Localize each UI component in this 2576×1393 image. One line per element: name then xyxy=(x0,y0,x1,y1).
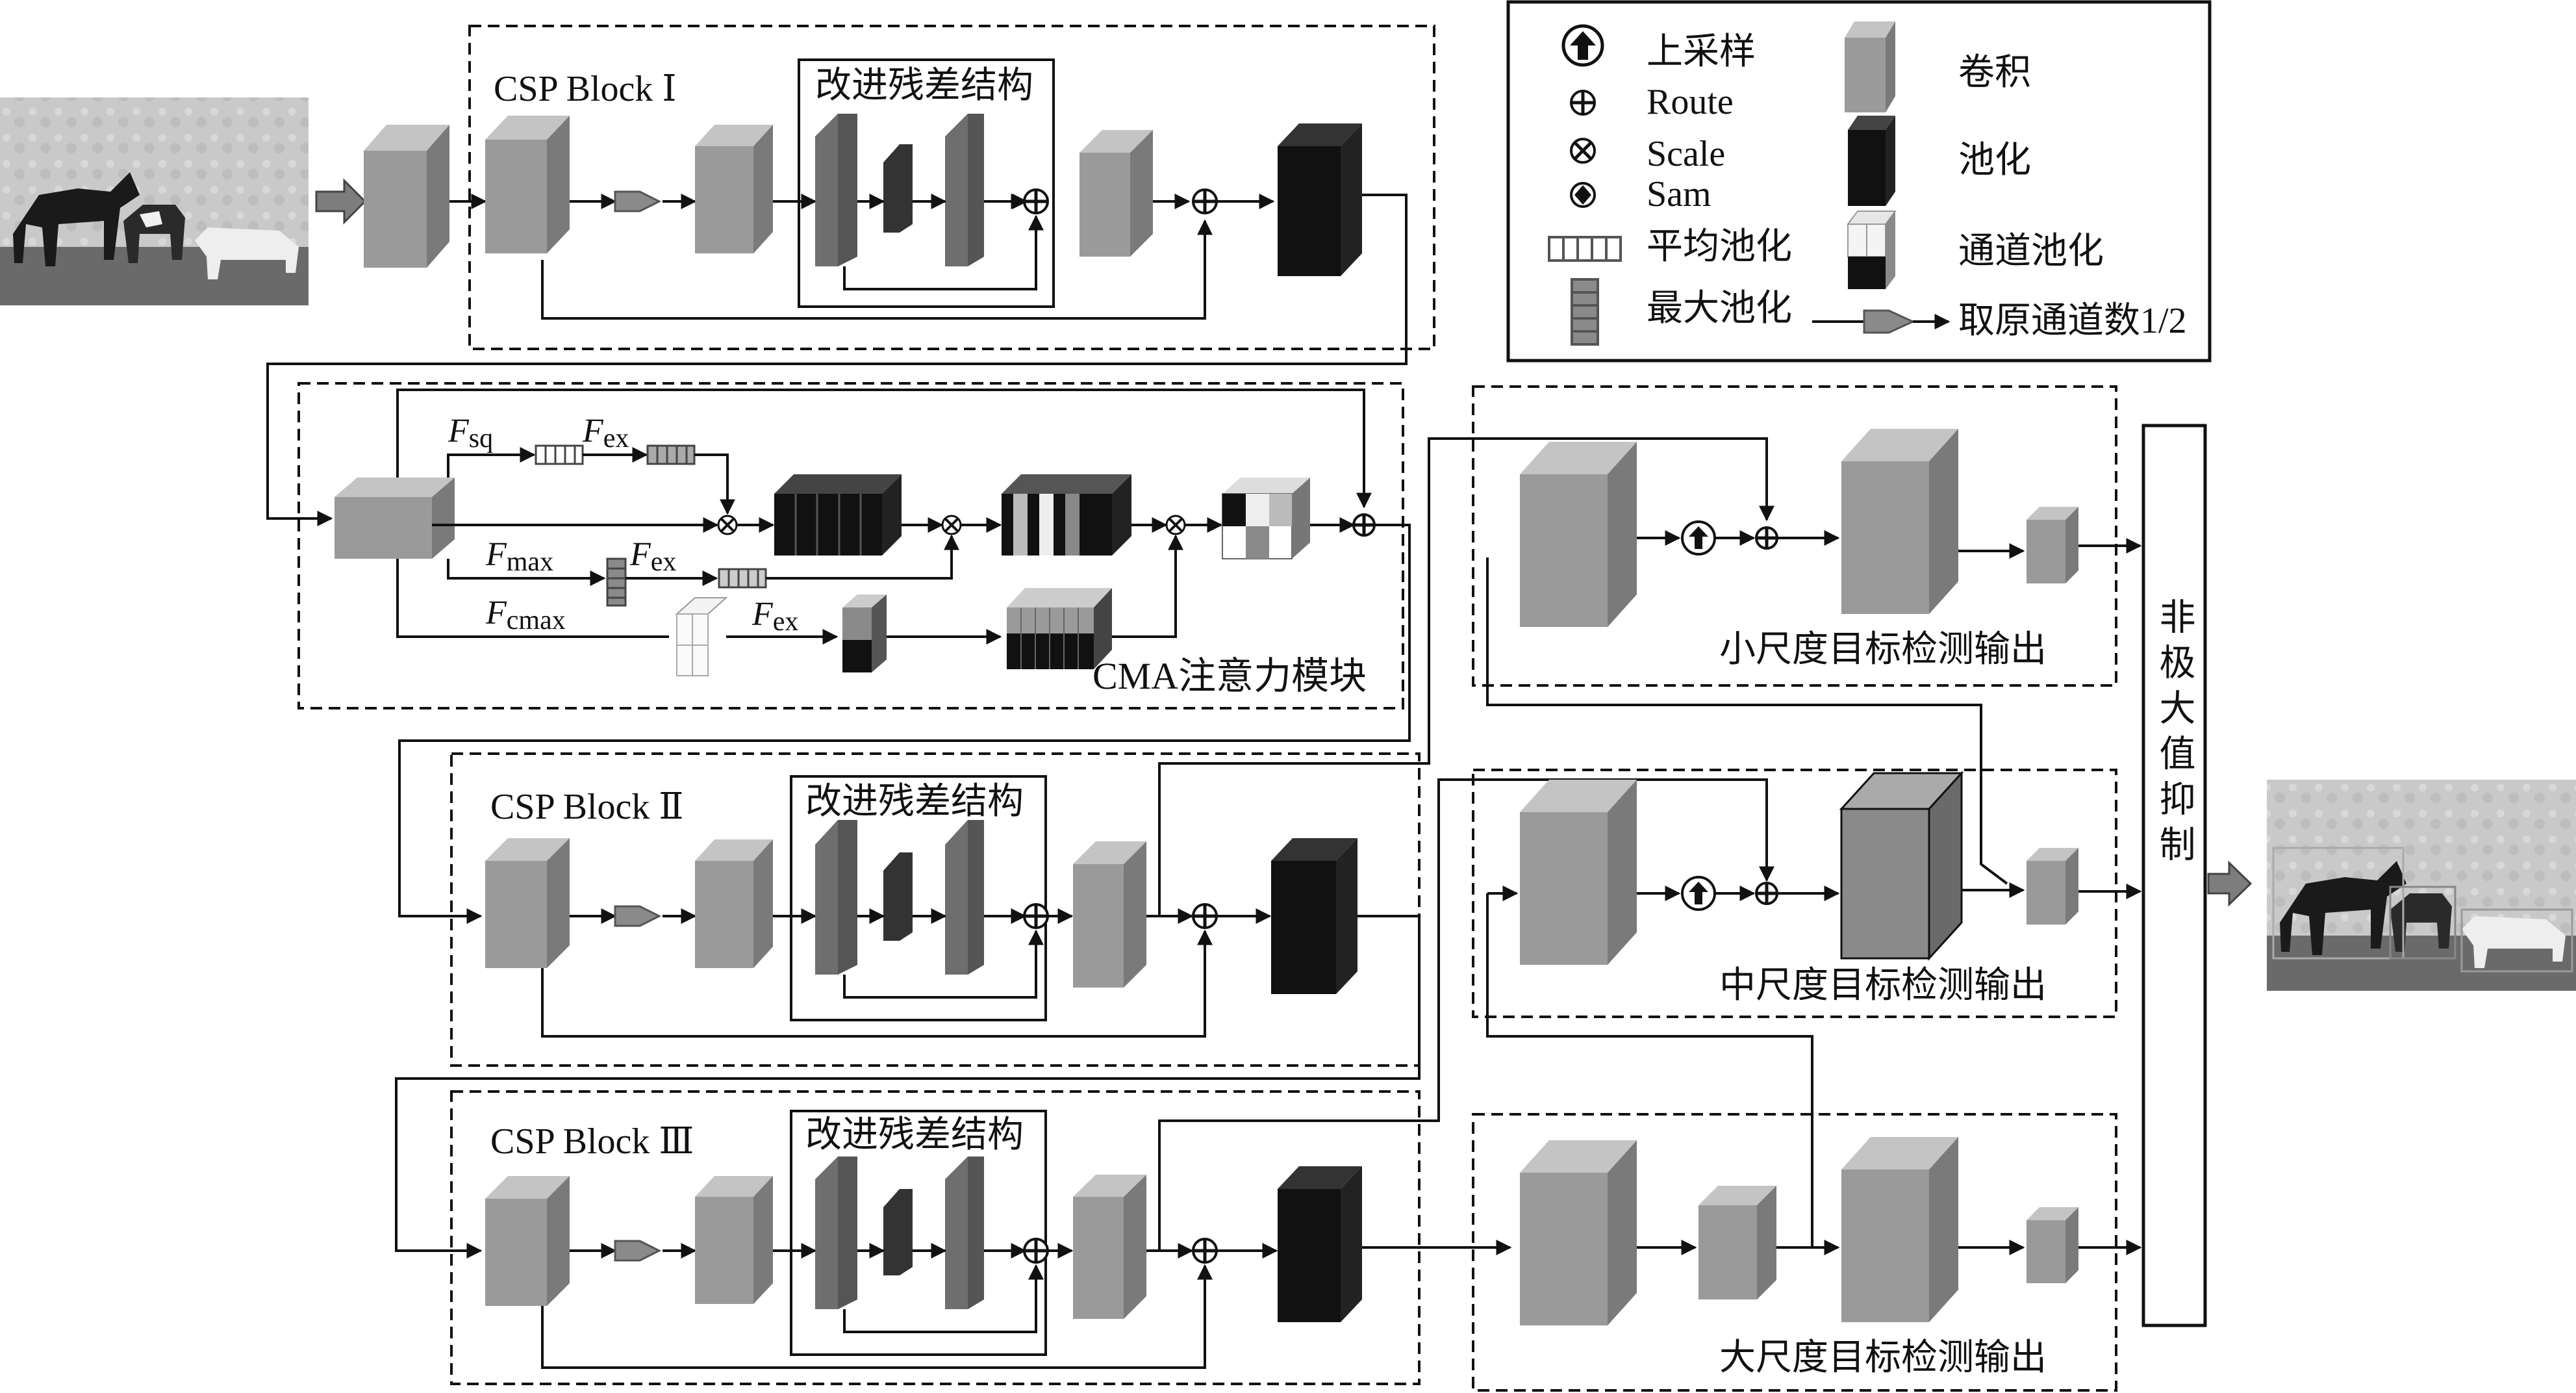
medium-scale-frame xyxy=(1472,769,2117,1018)
legend: 上采样 Route Scale Sam 平均池化 最大池化 卷积 xyxy=(1506,0,2212,363)
legend-upsample: 上采样 xyxy=(1647,32,1756,72)
legend-route: Route xyxy=(1647,82,1734,122)
small-scale-head: 小尺度目标检测输出 xyxy=(1472,385,2142,885)
csp-block-3-title: CSP Block Ⅲ xyxy=(490,1121,694,1162)
max-pool-icon xyxy=(1571,278,1599,346)
pool-icon xyxy=(1848,116,1895,206)
large-scale-frame xyxy=(1472,1113,2117,1392)
csp-block-1: CSP Block Ⅰ 改进残差结构 xyxy=(449,25,1435,350)
conv-icon xyxy=(1845,21,1895,112)
cma-fsq-label: Fsq xyxy=(448,413,493,454)
csp-block-3: CSP Block Ⅲ 改进残差结构 xyxy=(450,1090,1421,1385)
nms-block: 非极大值抑制 xyxy=(2141,424,2207,1327)
legend-conv: 卷积 xyxy=(1958,53,2031,93)
legend-avg-pool: 平均池化 xyxy=(1647,227,1792,267)
cma-fmax-label: Fmax xyxy=(485,536,553,577)
cma-channel-vector xyxy=(842,594,887,672)
legend-channel-pool: 通道池化 xyxy=(1958,231,2104,272)
small-scale-frame xyxy=(1472,385,2117,687)
cma-fex-label-2: Fex xyxy=(629,536,676,577)
cma-module: CMA注意力模块 Fsq Fex Fmax xyxy=(297,382,1404,709)
channel-pool-icon xyxy=(1847,211,1897,289)
csp-block-2-frame xyxy=(450,752,1421,1067)
cma-fcmax-label: Fcmax xyxy=(485,594,566,635)
cma-channel-pool xyxy=(675,597,728,676)
cma-title: CMA注意力模块 xyxy=(1092,655,1367,697)
legend-sam: Sam xyxy=(1647,174,1711,214)
cma-tensor-2 xyxy=(1002,474,1131,556)
large-scale-label: 大尺度目标检测输出 xyxy=(1719,1338,2047,1378)
cma-tensor-1 xyxy=(774,474,902,556)
csp-block-3-residual-title: 改进残差结构 xyxy=(805,1115,1024,1155)
legend-max-pool: 最大池化 xyxy=(1647,288,1792,329)
cma-tensor-out xyxy=(1222,478,1310,559)
cma-fex-label-1: Fex xyxy=(582,413,629,454)
legend-half-channels: 取原通道数1/2 xyxy=(1958,301,2187,341)
output-image xyxy=(2267,780,2576,991)
conv-block-input xyxy=(364,125,449,268)
cma-frame xyxy=(297,382,1404,709)
csp-block-2: CSP Block Ⅱ 改进残差结构 xyxy=(450,752,1421,1067)
small-scale-label: 小尺度目标检测输出 xyxy=(1719,630,2047,670)
medium-scale-label: 中尺度目标检测输出 xyxy=(1719,965,2047,1006)
csp-block-2-residual-title: 改进残差结构 xyxy=(805,782,1024,822)
csp-block-2-title: CSP Block Ⅱ xyxy=(490,787,683,827)
half-channel-icon xyxy=(1812,309,1951,334)
csp-block-3-residual-frame xyxy=(790,1110,1047,1356)
csp-block-1-title: CSP Block Ⅰ xyxy=(494,69,676,109)
input-image xyxy=(0,97,309,305)
cma-fex-label-3: Fex xyxy=(751,596,798,637)
nms-label: 非极大值抑制 xyxy=(2154,598,2195,871)
csp-block-3-frame xyxy=(450,1090,1421,1385)
legend-scale: Scale xyxy=(1647,134,1725,174)
csp-block-1-residual-title: 改进残差结构 xyxy=(815,66,1033,106)
legend-pool: 池化 xyxy=(1958,140,2031,181)
csp-block-2-residual-frame xyxy=(790,775,1047,1021)
output-arrow xyxy=(2207,860,2253,907)
csp-block-1-frame xyxy=(468,25,1435,350)
avg-pool-icon xyxy=(1548,236,1622,262)
medium-scale-head: 中尺度目标检测输出 xyxy=(1472,769,2142,1247)
cma-tensor-3 xyxy=(1007,588,1112,669)
input-arrow xyxy=(315,178,367,225)
large-scale-head: 大尺度目标检测输出 xyxy=(1472,1113,2142,1392)
csp-block-1-residual-frame xyxy=(798,58,1055,308)
